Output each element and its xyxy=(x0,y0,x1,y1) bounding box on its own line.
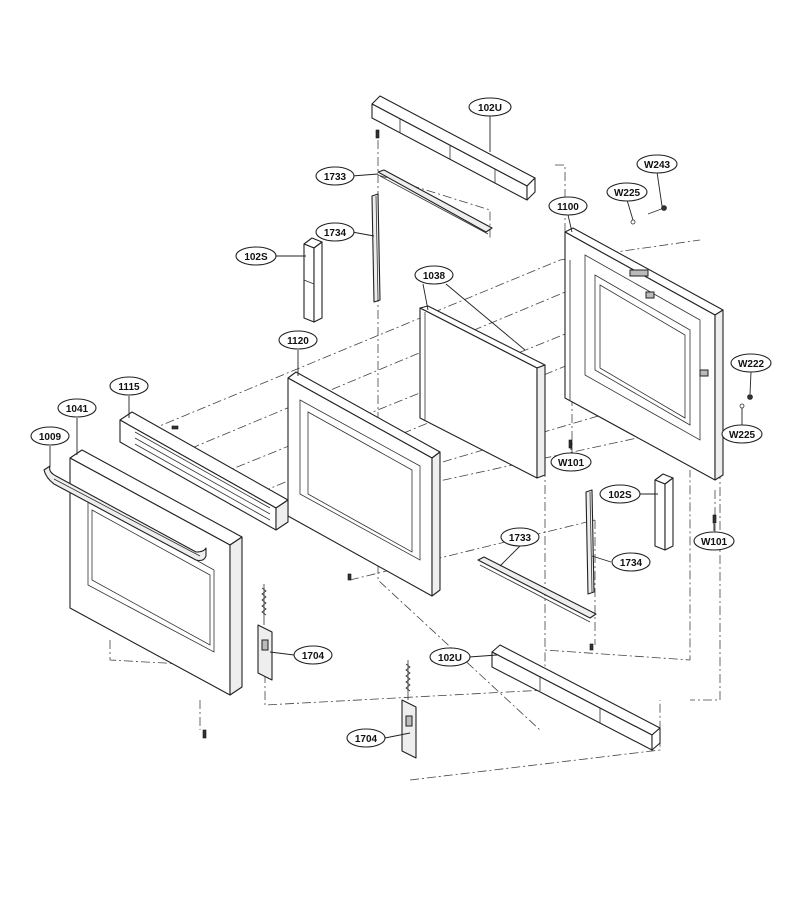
svg-text:1041: 1041 xyxy=(66,404,89,415)
callout-1120: 1120 xyxy=(278,330,318,350)
svg-text:W225: W225 xyxy=(614,188,641,199)
svg-text:1733: 1733 xyxy=(324,172,347,183)
svg-text:1733: 1733 xyxy=(509,533,532,544)
svg-text:1100: 1100 xyxy=(557,202,579,213)
bottom-seal-1733 xyxy=(477,556,597,623)
bottom-trim-102U xyxy=(491,644,661,751)
svg-text:W101: W101 xyxy=(558,458,585,469)
svg-text:W243: W243 xyxy=(644,160,671,171)
callout-1734-bottom: 1734 xyxy=(611,552,651,572)
washer-w222 xyxy=(747,394,753,400)
callout-1041: 1041 xyxy=(57,398,97,418)
svg-text:1038: 1038 xyxy=(423,271,446,282)
svg-text:W222: W222 xyxy=(738,359,765,370)
callout-1009: 1009 xyxy=(30,426,70,446)
callout-102U-bottom: 102U xyxy=(429,647,471,667)
washer-w225-right xyxy=(739,403,745,409)
callout-W222: W222 xyxy=(730,353,772,373)
callout-W225-top: W225 xyxy=(606,182,648,202)
svg-text:1734: 1734 xyxy=(620,558,643,569)
inner-door-1120 xyxy=(287,371,441,597)
callout-W101-right: W101 xyxy=(693,531,735,551)
screw-inner-door xyxy=(347,573,352,581)
callout-1115: 1115 xyxy=(109,376,149,396)
svg-text:102U: 102U xyxy=(438,653,462,664)
hinge-1704-right xyxy=(401,660,417,759)
top-seal-1733 xyxy=(377,169,493,235)
callout-1704-left: 1704 xyxy=(293,645,333,665)
screw-w101-right xyxy=(712,514,717,524)
screw-bottom-seal xyxy=(589,643,594,651)
callout-1100: 1100 xyxy=(548,196,588,216)
svg-text:1734: 1734 xyxy=(324,228,347,239)
svg-text:W225: W225 xyxy=(729,430,756,441)
washer-w225-top xyxy=(630,219,636,225)
screw-w101-mid xyxy=(568,439,573,449)
top-trim-102U xyxy=(371,95,536,201)
vent-trim-1115 xyxy=(119,411,289,531)
svg-text:102S: 102S xyxy=(244,252,268,263)
callout-1733-bottom: 1733 xyxy=(500,527,540,547)
outer-door-1041 xyxy=(69,449,243,696)
spacer-102S-right xyxy=(654,473,674,551)
side-seal-1734-lower xyxy=(585,489,595,595)
glass-panel-1038 xyxy=(419,305,546,479)
door-handle-1009 xyxy=(43,465,207,562)
svg-text:1704: 1704 xyxy=(302,651,325,662)
callout-W243: W243 xyxy=(636,154,678,174)
screw-top-left xyxy=(375,129,380,139)
callout-102S-right: 102S xyxy=(599,484,641,504)
screw-door-bottom xyxy=(202,729,207,739)
screw-vent-trim xyxy=(171,425,179,430)
svg-text:1009: 1009 xyxy=(39,432,62,443)
callout-1734-top: 1734 xyxy=(315,222,355,242)
callout-W101-mid: W101 xyxy=(550,452,592,472)
callout-102S-left: 102S xyxy=(235,246,277,266)
svg-text:102U: 102U xyxy=(478,103,502,114)
svg-text:1115: 1115 xyxy=(118,382,140,393)
hinge-1704-left xyxy=(257,584,273,681)
rear-frame-1100 xyxy=(564,227,724,481)
svg-text:1120: 1120 xyxy=(287,336,309,347)
callout-1038: 1038 xyxy=(414,265,454,285)
callout-W225-right: W225 xyxy=(721,424,763,444)
screw-w243 xyxy=(647,205,667,215)
svg-text:102S: 102S xyxy=(608,490,632,501)
svg-text:1704: 1704 xyxy=(355,734,378,745)
callout-102U-top: 102U xyxy=(468,97,512,117)
svg-text:W101: W101 xyxy=(701,537,728,548)
callout-1704-bottom: 1704 xyxy=(346,728,386,748)
leader-lines xyxy=(49,116,752,739)
spacer-102S-left xyxy=(303,237,323,323)
callout-1733-top: 1733 xyxy=(315,166,355,186)
side-seal-1734-upper xyxy=(371,193,381,303)
